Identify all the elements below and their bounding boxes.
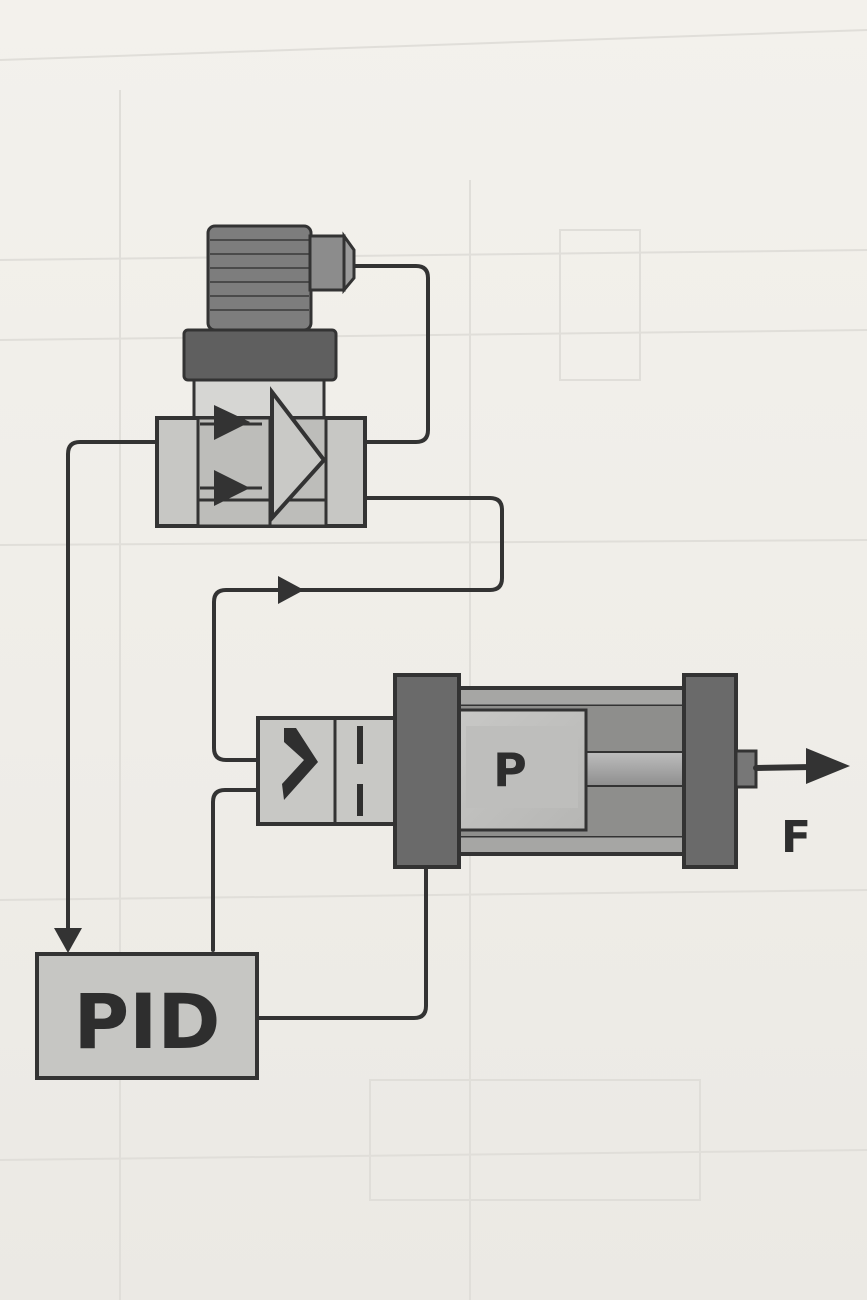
pneumatic-cylinder: P — [393, 673, 758, 869]
valve-neck — [192, 378, 326, 422]
rod-tip — [734, 749, 758, 789]
force-arrow-icon — [753, 748, 850, 784]
check-valve-symbol-icon — [282, 728, 318, 800]
solenoid-coil — [206, 224, 313, 332]
flow-arrow-icon — [278, 576, 304, 604]
cylinder-end-cap-right — [682, 673, 738, 869]
check-valve — [256, 716, 398, 826]
solenoid-base — [182, 328, 338, 382]
pid-to-cylinder-line — [256, 864, 428, 1020]
piston-rod — [581, 751, 691, 787]
pid-label: PID — [73, 977, 220, 1066]
valve-arrow-icon — [214, 470, 250, 506]
chamber-label: P — [493, 743, 527, 797]
valve-to-check-line — [212, 496, 504, 762]
valve-to-pid-feedback-line — [66, 440, 159, 940]
valve-triangle-icon — [270, 386, 327, 524]
pneumatic-lines — [66, 264, 504, 1020]
directional-valve — [155, 386, 367, 528]
solenoid-connector — [308, 231, 356, 295]
valve-arrow-icon — [214, 405, 250, 440]
pid-controller — [35, 952, 259, 1080]
force-label: F — [781, 812, 811, 863]
solenoid-signal-line — [352, 264, 430, 444]
background-sketch — [0, 29, 867, 1300]
pid-to-check-line — [211, 788, 260, 952]
down-arrow-icon — [54, 928, 82, 953]
cylinder-end-cap-left — [393, 673, 461, 869]
